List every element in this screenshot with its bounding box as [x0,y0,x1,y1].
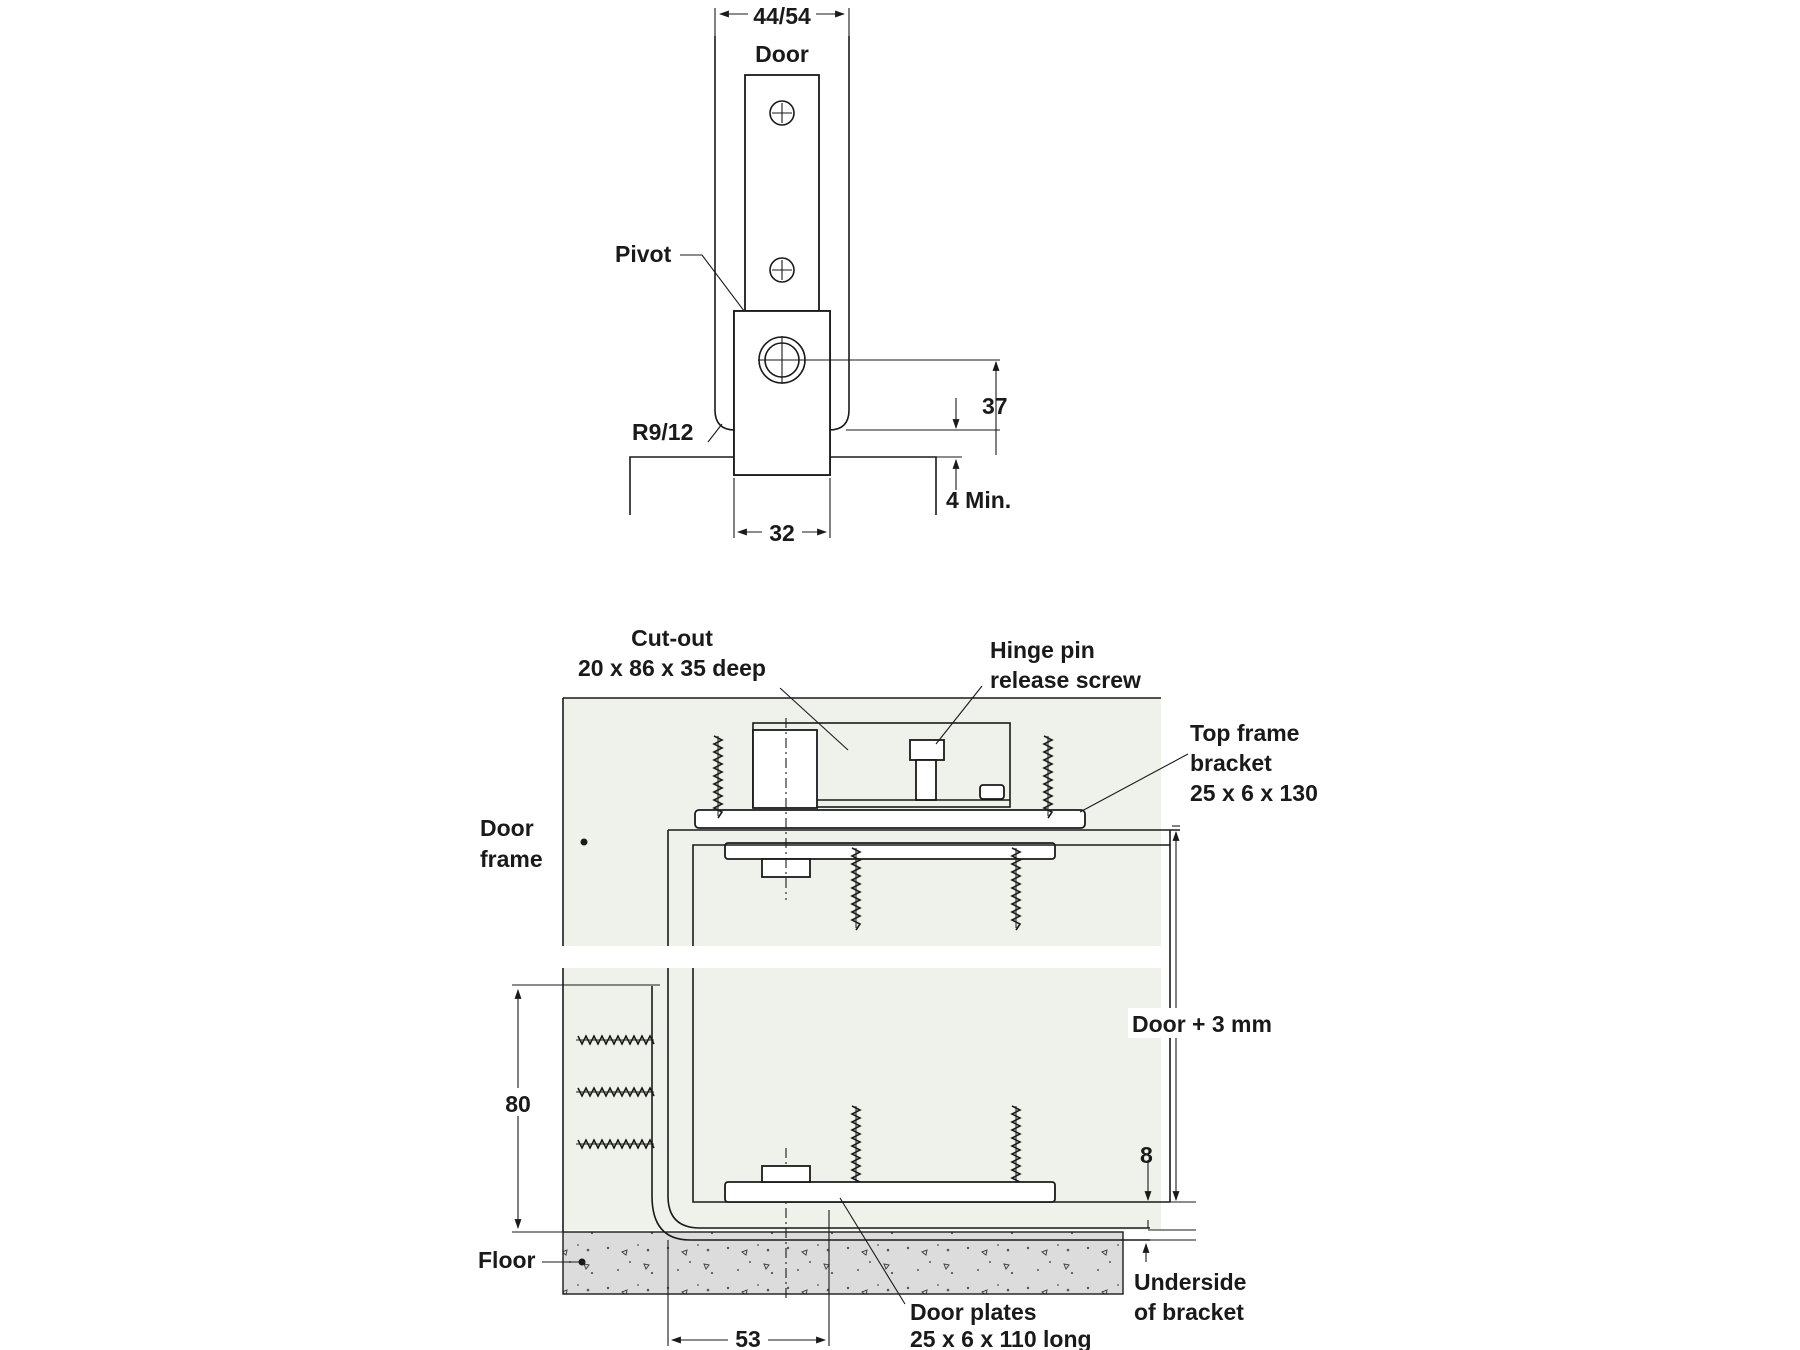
top-bracket-label-line3: 25 x 6 x 130 [1190,780,1318,806]
door-plus-label: Door + 3 mm [1132,1011,1272,1037]
door-plates-label-line1: Door plates [910,1299,1037,1325]
top-view: 44/54 Door Pivot R9/12 [615,2,1011,546]
dim-53-label: 53 [735,1326,761,1350]
dim-37-label: 37 [982,393,1008,419]
underside-label-line1: Underside [1134,1269,1246,1295]
screw-hole-icon [769,100,795,126]
cutout-label-line1: Cut-out [631,625,713,651]
door-label: Door [755,41,809,67]
dim-32-label: 32 [769,520,795,546]
hinge-pin-label-line2: release screw [990,667,1141,693]
door-outline-section [692,844,1170,946]
dim-4min-label: 4 Min. [946,487,1011,513]
top-bracket-label-line2: bracket [1190,750,1272,776]
dim-8-label: 8 [1140,1142,1153,1168]
door-frame-label-line1: Door [480,815,534,841]
radius-label: R9/12 [632,419,693,445]
door-frame-label-line2: frame [480,846,543,872]
floor-bracket [667,829,1180,1229]
floor-label: Floor [478,1247,536,1273]
floor-concrete [562,1231,1124,1295]
door-plate-lower [724,1181,1056,1203]
cutout-label-line2: 20 x 86 x 35 deep [578,655,766,681]
top-bracket-label-line1: Top frame [1190,720,1299,746]
underside-label-line2: of bracket [1134,1299,1244,1325]
release-screw-icon [909,739,945,801]
top-frame-bracket [694,809,1086,829]
hinge-pin-label-line1: Hinge pin [990,637,1095,663]
section-view: Cut-out 20 x 86 x 35 deep Hinge pin rele… [478,625,1318,1350]
door-plate-upper [724,842,1056,860]
pivot-label: Pivot [615,241,672,267]
door-width-label: 44/54 [753,3,811,29]
dim-80-label: 80 [505,1091,531,1117]
door-plates-label-line2: 25 x 6 x 110 long [910,1326,1092,1350]
screw-hole-icon [769,257,795,283]
